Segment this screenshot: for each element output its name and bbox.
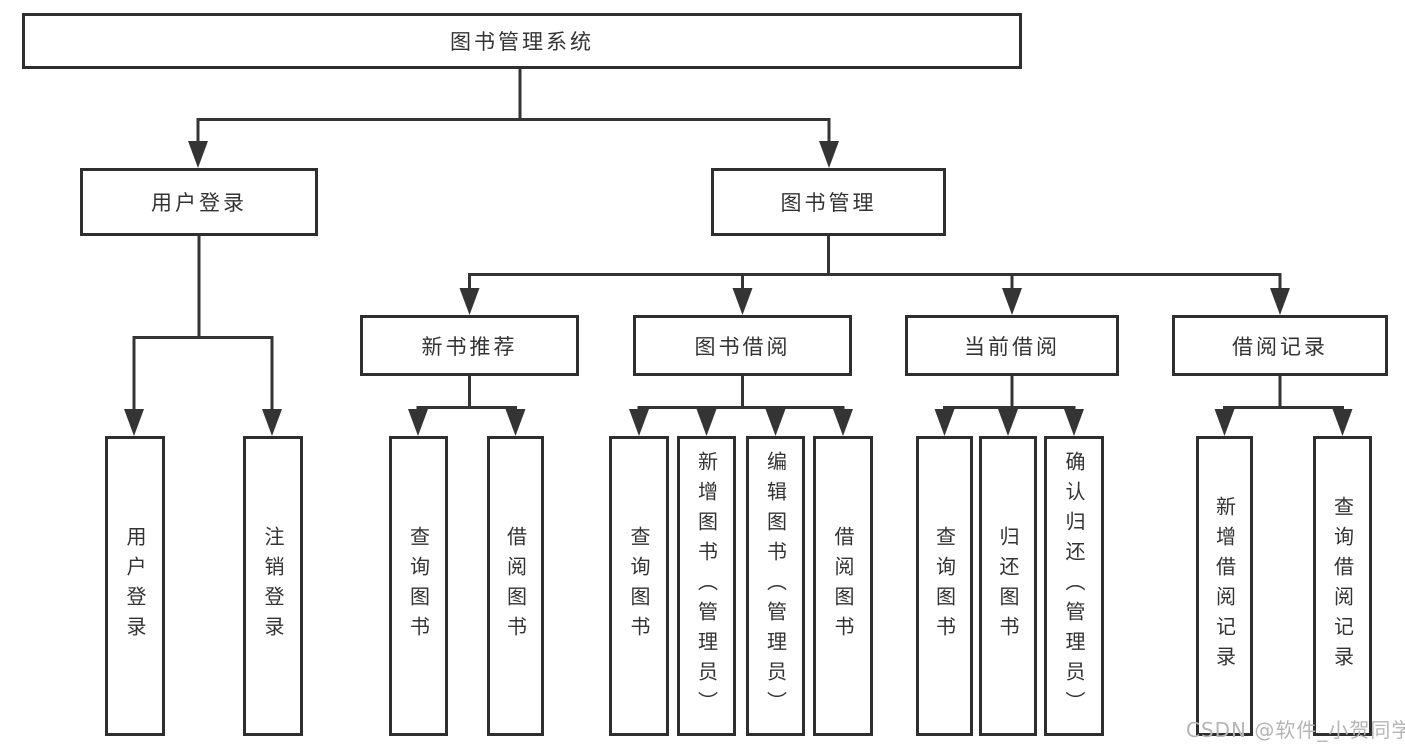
- leaf-record-add: 新增借阅记录: [1196, 436, 1253, 736]
- leaf-borrow-add-admin: 新增图书（管理员）: [677, 436, 736, 736]
- arrow-c1: [629, 409, 649, 436]
- leaf-current-return-label: 归还图书: [996, 526, 1020, 646]
- leaf-record-query-label: 查询借阅记录: [1330, 496, 1355, 676]
- leaf-newbook-query: 查询图书: [389, 436, 448, 736]
- connector-borrow-group: [637, 376, 845, 411]
- arrow-e2: [1332, 409, 1353, 436]
- leaf-logout: 注销登录: [243, 436, 303, 736]
- node-book-management: 图书管理: [711, 168, 946, 236]
- leaf-user-login-label: 用户登录: [123, 526, 147, 646]
- arrow-to-user-login: [188, 141, 208, 168]
- node-module-new-book-recommend: 新书推荐: [360, 315, 579, 376]
- arrow-d1: [934, 409, 955, 436]
- csdn-watermark: CSDN @软件_小贺同学: [1186, 718, 1405, 742]
- node-module-book-borrow: 图书借阅: [633, 315, 852, 376]
- arrow-b1: [408, 409, 428, 436]
- arrowheads: [124, 141, 1353, 436]
- arrow-c4: [833, 409, 853, 436]
- leaf-borrow-query-label: 查询图书: [627, 526, 651, 646]
- connector-mgmt-to-modules: [468, 236, 1282, 290]
- leaf-borrow-borrow-label: 借阅图书: [831, 526, 855, 646]
- leaf-current-query-label: 查询图书: [932, 526, 957, 646]
- leaf-newbook-query-label: 查询图书: [406, 526, 431, 646]
- arrow-to-book-management: [819, 141, 839, 168]
- leaf-newbook-borrow: 借阅图书: [487, 436, 544, 736]
- leaf-current-confirm-admin: 确认归还（管理员）: [1044, 436, 1104, 736]
- connector-current-group: [943, 376, 1076, 411]
- connector-login-to-children: [132, 236, 274, 411]
- leaf-borrow-edit-admin: 编辑图书（管理员）: [746, 436, 805, 736]
- arrow-to-book-borrow: [732, 288, 753, 315]
- arrow-to-borrow-records: [1270, 288, 1290, 315]
- leaf-current-return: 归还图书: [979, 436, 1037, 736]
- arrow-b2: [505, 409, 526, 436]
- arrow-e1: [1214, 409, 1235, 436]
- leaf-logout-label: 注销登录: [261, 526, 285, 646]
- leaf-current-query: 查询图书: [916, 436, 973, 736]
- leaf-borrow-query: 查询图书: [609, 436, 669, 736]
- leaf-record-add-label: 新增借阅记录: [1212, 496, 1237, 676]
- leaf-borrow-borrow: 借阅图书: [813, 436, 873, 736]
- leaf-newbook-borrow-label: 借阅图书: [503, 526, 528, 646]
- node-user-login: 用户登录: [80, 168, 318, 236]
- leaf-current-confirm-admin-label: 确认归还（管理员）: [1062, 451, 1086, 721]
- arrow-c2: [696, 409, 717, 436]
- arrow-to-leaf-logout: [262, 409, 282, 436]
- node-root-system: 图书管理系统: [22, 13, 1022, 69]
- arrow-to-leaf-login: [124, 409, 144, 436]
- leaf-borrow-edit-admin-label: 编辑图书（管理员）: [763, 451, 788, 721]
- arrow-d2: [998, 409, 1018, 436]
- connector-newbook-group: [416, 376, 517, 411]
- arrow-c3: [765, 409, 786, 436]
- leaf-user-login: 用户登录: [105, 436, 165, 736]
- connector-root-to-level2: [196, 68, 831, 142]
- arrow-to-new-book-recommend: [459, 288, 480, 315]
- arrow-d3: [1064, 409, 1084, 436]
- node-module-current-borrow: 当前借阅: [905, 315, 1119, 376]
- arrow-to-current-borrow: [1002, 288, 1022, 315]
- leaf-record-query: 查询借阅记录: [1313, 436, 1372, 736]
- leaf-borrow-add-admin-label: 新增图书（管理员）: [694, 451, 719, 721]
- connector-records-group: [1223, 376, 1344, 411]
- node-module-borrow-records: 借阅记录: [1172, 315, 1388, 376]
